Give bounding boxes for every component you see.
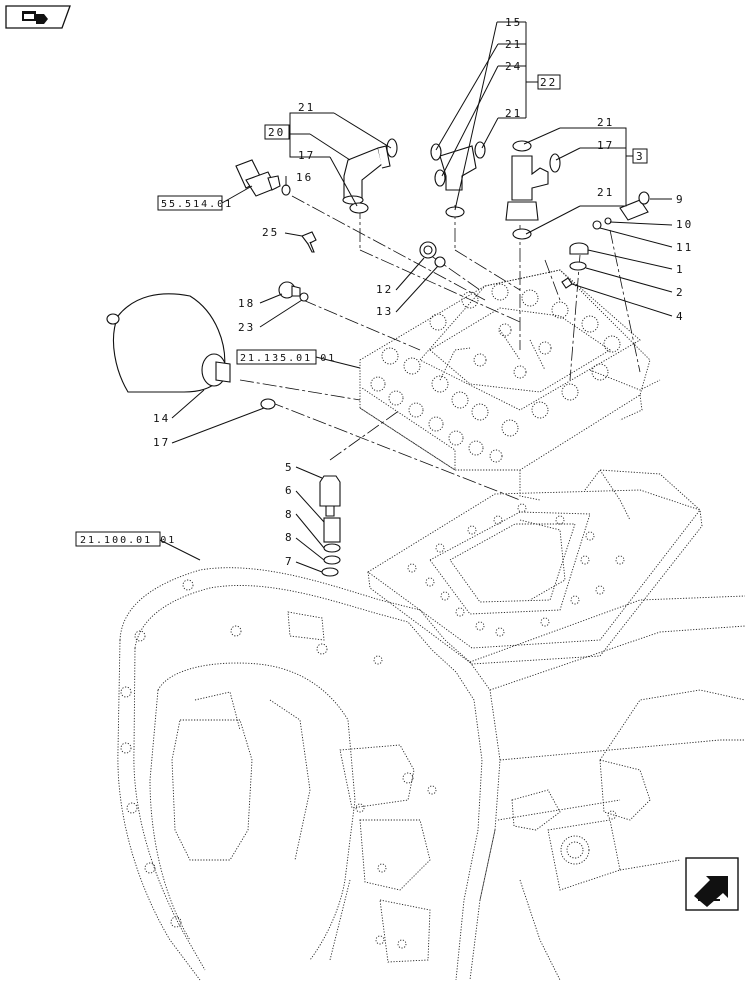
plug-part-1 (569, 242, 589, 255)
svg-text:21.100.01 01: 21.100.01 01 (80, 535, 176, 546)
reference-21-135-01-01[interactable]: 21.135.01 01 (236, 349, 336, 365)
callout-21: 21 (597, 186, 614, 199)
callout-6: 6 (285, 484, 294, 497)
spring-part-6 (323, 517, 341, 543)
leader-lines (159, 21, 673, 573)
callout-10: 10 (676, 218, 693, 231)
group-box-22[interactable]: 22 (537, 74, 561, 90)
bolt-part-9 (619, 191, 650, 221)
housing-top-plate (367, 469, 703, 665)
valve-part-5 (319, 475, 341, 517)
callout-1: 1 (676, 263, 685, 276)
callout-15: 15 (505, 16, 522, 29)
pressure-sensor (235, 159, 281, 197)
callout-12: 12 (376, 283, 393, 296)
callout-5: 5 (285, 461, 294, 474)
washer-part-16 (281, 184, 291, 196)
reference-21-100-01-01[interactable]: 21.100.01 01 (75, 531, 176, 547)
callout-25: 25 (262, 226, 279, 239)
tee-fitting-group-3 (505, 140, 561, 240)
group-box-20[interactable]: 20 (264, 124, 290, 140)
bolt-part-25 (301, 231, 317, 253)
callout-17: 17 (153, 436, 170, 449)
svg-text:21.135.01 01: 21.135.01 01 (240, 353, 336, 364)
transmission-housing (117, 567, 746, 981)
svg-text:20: 20 (268, 126, 285, 139)
reference-55-514-01[interactable]: 55.514.01 (157, 195, 233, 211)
plug-part-18 (278, 281, 301, 299)
svg-text:3: 3 (636, 150, 645, 163)
group-box-3[interactable]: 3 (632, 148, 648, 164)
book-arrow-icon[interactable] (5, 5, 71, 29)
washer-part-23 (299, 292, 309, 302)
callout-24: 24 (505, 60, 522, 73)
oring-part-17-lower (260, 398, 276, 410)
callout-16: 16 (296, 171, 313, 184)
washer-part-8b (323, 555, 341, 565)
washer-part-8a (323, 543, 341, 553)
callout-9: 9 (676, 193, 685, 206)
plug-part-12 (419, 241, 437, 259)
callout-21: 21 (505, 38, 522, 51)
callout-18: 18 (238, 297, 255, 310)
svg-text:55.514.01: 55.514.01 (161, 199, 233, 210)
callout-14: 14 (153, 412, 170, 425)
control-valve-block (359, 269, 661, 501)
callout-7: 7 (285, 555, 294, 568)
callout-21: 21 (597, 116, 614, 129)
callout-2: 2 (676, 286, 685, 299)
callout-23: 23 (238, 321, 255, 334)
callout-numbers: 15 21 24 21 21 17 16 25 18 23 12 13 14 1… (153, 16, 693, 568)
callout-21: 21 (298, 101, 315, 114)
callout-17: 17 (298, 149, 315, 162)
oring-part-13 (434, 256, 446, 268)
callout-8: 8 (285, 508, 294, 521)
callout-4: 4 (676, 310, 685, 323)
assembly-centerlines (239, 195, 641, 501)
oring-part-2 (569, 261, 587, 271)
callout-11: 11 (676, 241, 693, 254)
svg-text:22: 22 (540, 76, 557, 89)
pin-part-4 (561, 277, 573, 289)
washer-part-10 (604, 217, 612, 225)
callout-13: 13 (376, 305, 393, 318)
callout-21: 21 (505, 107, 522, 120)
callout-17: 17 (597, 139, 614, 152)
oring-part-7 (321, 567, 339, 577)
oring-part-11 (592, 220, 602, 230)
tee-fitting-group-22 (430, 141, 486, 218)
next-page-arrow-icon[interactable] (685, 857, 739, 911)
callout-8: 8 (285, 531, 294, 544)
elbow-fitting-group-20 (342, 138, 398, 214)
accumulator-part-14 (106, 293, 231, 393)
